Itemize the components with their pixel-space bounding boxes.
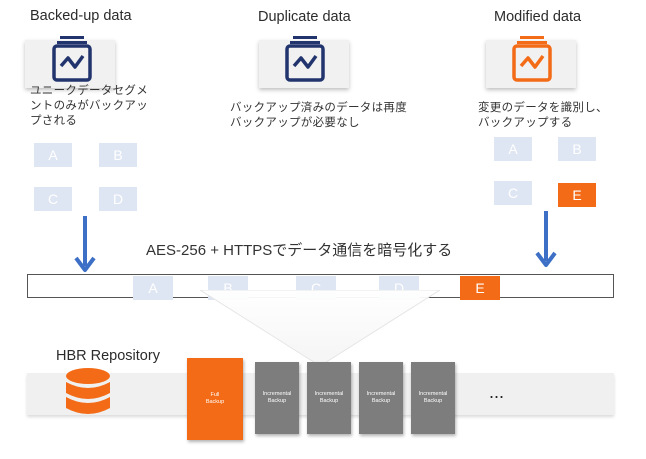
full-backup: Full Backup [187, 358, 243, 440]
data-block-b: B [558, 137, 596, 161]
chart-window-icon [285, 36, 325, 82]
modified-title: Modified data [494, 9, 582, 25]
modified-description: 変更のデータを識別し、 バックアップする [478, 102, 608, 129]
data-block-d: D [99, 187, 137, 211]
funnel-shape [200, 290, 440, 367]
incremental-backup: Incremental Backup [359, 362, 403, 434]
incremental-backup: Incremental Backup [411, 362, 455, 434]
duplicate-description: バックアップ済みのデータは再度 バックアップが必要なし [230, 102, 407, 129]
chart-window-icon [52, 36, 92, 82]
repository-label: HBR Repository [56, 348, 160, 364]
data-block-c: C [494, 181, 532, 205]
chart-window-icon [512, 36, 552, 82]
data-block-e-modified: E [558, 183, 596, 207]
data-block-c: C [34, 187, 72, 211]
stream-block-e: E [460, 276, 500, 300]
backed-up-description: ユニークデータセグメ ントのみがバックアッ プされる [30, 85, 148, 127]
more-ellipsis: ... [489, 382, 505, 402]
encryption-label: AES-256 + HTTPSでデータ通信を暗号化する [146, 242, 453, 259]
incremental-backup: Incremental Backup [255, 362, 299, 434]
duplicate-title: Duplicate data [258, 9, 351, 25]
data-block-a: A [34, 143, 72, 167]
down-arrow-icon [74, 216, 96, 272]
stream-block-a: A [133, 276, 173, 300]
data-block-a: A [494, 137, 532, 161]
backed-up-title: Backed-up data [30, 8, 132, 24]
data-block-b: B [99, 143, 137, 167]
database-icon [66, 368, 110, 414]
incremental-backup: Incremental Backup [307, 362, 351, 434]
down-arrow-icon [535, 211, 557, 267]
